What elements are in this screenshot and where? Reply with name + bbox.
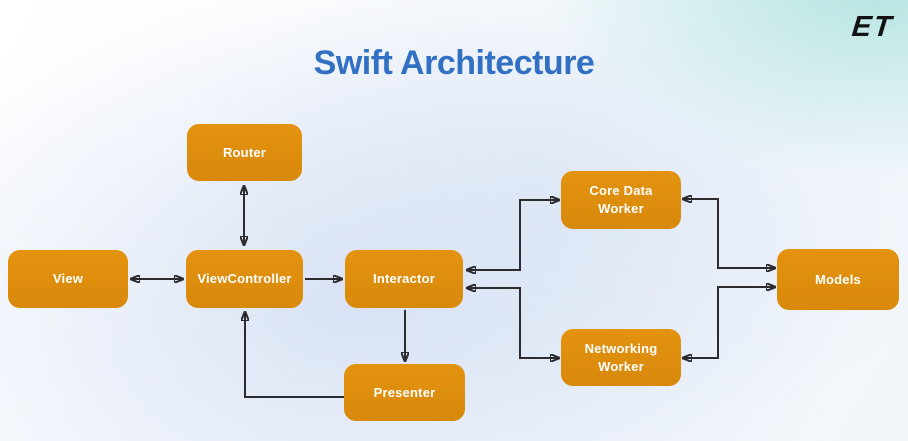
node-interactor: Interactor [345, 250, 463, 308]
node-presenter: Presenter [344, 364, 465, 421]
edge-interactor-networkingworker [468, 288, 558, 358]
node-models: Models [777, 249, 899, 310]
node-core-data-worker: Core Data Worker [561, 171, 681, 229]
page-title: Swift Architecture [313, 44, 595, 82]
node-networking-worker: Networking Worker [561, 329, 681, 386]
edge-coredataworker-models [684, 199, 774, 268]
edge-presenter-viewcontroller [245, 313, 344, 398]
edge-interactor-coredataworker [468, 200, 558, 270]
node-view: View [8, 250, 128, 308]
node-viewcontroller: ViewController [186, 250, 303, 308]
node-router: Router [187, 124, 302, 181]
edge-networkingworker-models [684, 287, 774, 358]
